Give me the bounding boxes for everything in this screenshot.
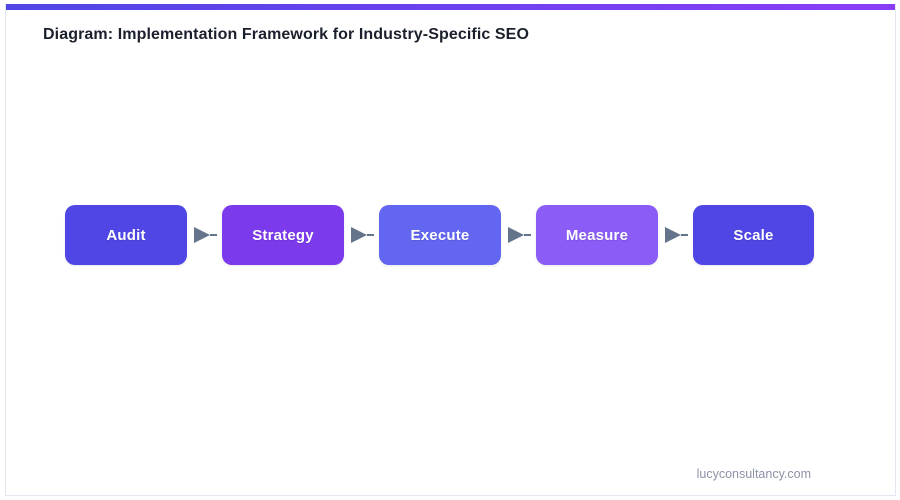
- flow-connector-2: [344, 205, 379, 265]
- flow-node-audit[interactable]: Audit: [65, 205, 187, 265]
- flow-connector-1: [187, 205, 222, 265]
- process-flow-diagram: Audit Strategy: [65, 205, 814, 265]
- flow-node-label: Measure: [565, 226, 629, 244]
- flow-node-label: Scale: [733, 226, 774, 244]
- flow-node-scale[interactable]: Scale: [693, 205, 814, 265]
- arrow-right-icon: [349, 224, 375, 246]
- diagram-card: Diagram: Implementation Framework for In…: [5, 4, 896, 496]
- flow-node-label: Strategy: [252, 226, 314, 244]
- arrow-right-icon: [663, 224, 689, 246]
- arrow-right-icon: [506, 224, 532, 246]
- flow-node-label: Execute: [410, 226, 470, 244]
- arrow-right-icon: [192, 224, 218, 246]
- flow-node-execute[interactable]: Execute: [379, 205, 501, 265]
- flow-connector-4: [658, 205, 693, 265]
- flow-node-label: Audit: [106, 226, 146, 244]
- flow-connector-3: [501, 205, 536, 265]
- page-title: Diagram: Implementation Framework for In…: [43, 26, 530, 43]
- flow-node-strategy[interactable]: Strategy: [222, 205, 344, 265]
- footer-url: lucyconsultancy.com: [696, 467, 811, 481]
- flow-node-measure[interactable]: Measure: [536, 205, 658, 265]
- top-accent-bar: [6, 4, 895, 10]
